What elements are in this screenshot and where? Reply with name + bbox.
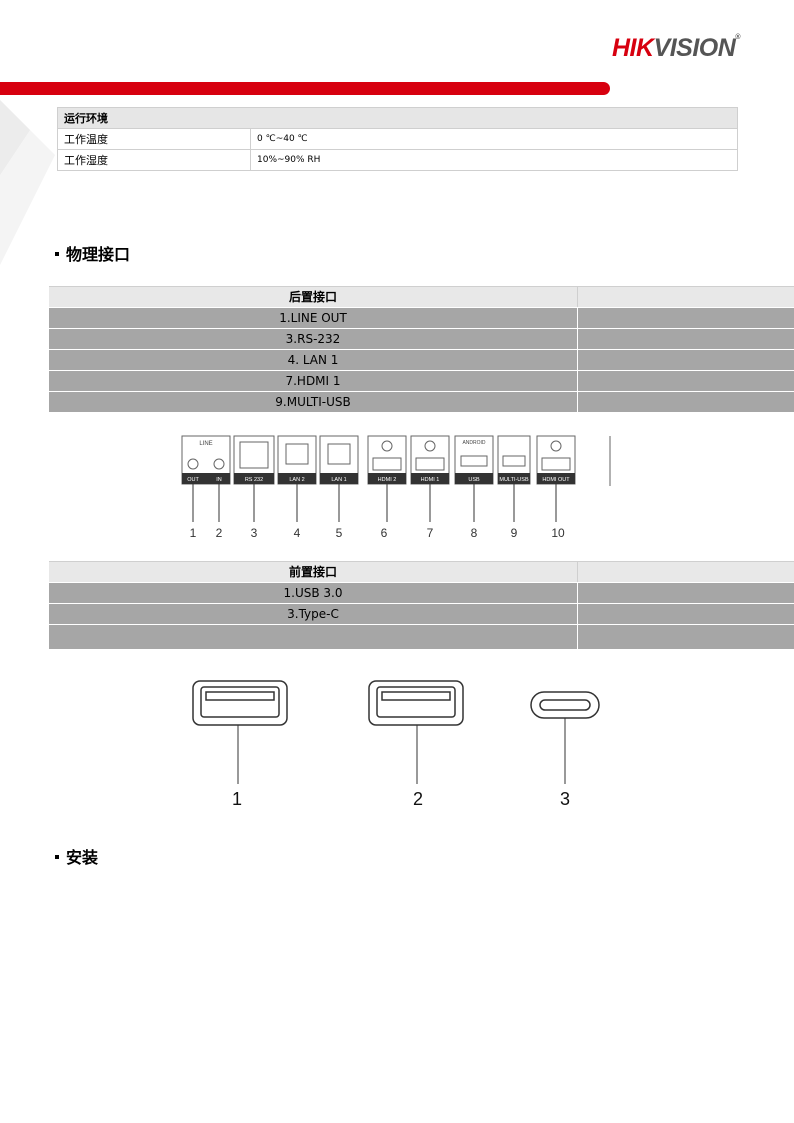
logo-vision: VISION [653,34,736,62]
table-row: 3.RS-232 [49,328,794,349]
android-label: ANDROID [462,440,485,446]
callout-number: 1 [232,789,242,809]
table-row: 9.MULTI-USB [49,391,794,412]
callout-number: 3 [251,526,258,540]
rear-row-label: 7.HDMI 1 [49,371,578,391]
bullet-icon [55,854,59,859]
port-label: LAN 2 [289,477,304,483]
front-row-label [49,625,578,649]
brand-logo: HIKVISION® [612,34,740,63]
port-label: OUT [187,477,199,483]
rear-row-label: 1.LINE OUT [49,308,578,328]
rear-row-label: 3.RS-232 [49,329,578,349]
callout-number: 10 [551,526,565,540]
front-interface-table: 前置接口 1.USB 3.0 3.Type-C [49,561,794,649]
decorative-triangles [0,100,55,265]
callout-number: 2 [413,789,423,809]
table-row: 工作温度 0 ℃~40 ℃ [57,128,738,150]
callout-number: 5 [336,526,343,540]
callout-number: 8 [471,526,478,540]
section-title-text: 安装 [66,848,99,867]
callout-number: 6 [381,526,388,540]
callout-number: 4 [294,526,301,540]
front-panel-diagram: 1 2 3 [192,680,600,809]
front-row-label: 1.USB 3.0 [49,583,578,603]
port-label: HDMI 1 [421,477,440,483]
port-label: HDMI 2 [378,477,397,483]
env-table-header: 运行环境 [57,107,738,129]
env-value: 0 ℃~40 ℃ [250,128,738,150]
rear-interface-table: 后置接口 1.LINE OUT 3.RS-232 4. LAN 1 7.HDMI… [49,286,794,412]
callout-number: 3 [560,789,570,809]
env-label: 工作湿度 [57,149,251,171]
table-row: 工作湿度 10%~90% RH [57,149,738,171]
table-row: 1.LINE OUT [49,307,794,328]
table-header-row: 后置接口 [49,286,794,307]
callout-number: 9 [511,526,518,540]
section-title-physical: 物理接口 [55,241,130,265]
rear-panel-diagram: LINE ANDROID OUT IN RS 232 LAN 2 LAN 1 H… [181,435,611,540]
callout-number: 1 [190,526,197,540]
bullet-icon [55,251,59,256]
table-row: 1.USB 3.0 [49,582,794,603]
port-label: LAN 1 [331,477,346,483]
env-label: 工作温度 [57,128,251,150]
env-value: 10%~90% RH [250,149,738,171]
section-title-text: 物理接口 [66,245,131,264]
front-row-label: 3.Type-C [49,604,578,624]
port-label: RS 232 [245,477,263,483]
front-header: 前置接口 [49,562,578,582]
table-row: 4. LAN 1 [49,349,794,370]
rear-row-label: 4. LAN 1 [49,350,578,370]
logo-mark: ® [735,34,740,41]
callout-number: 2 [216,526,223,540]
logo-hik: HIK [612,34,654,62]
callout-number: 7 [427,526,434,540]
header-red-bar [0,82,610,95]
table-row: 7.HDMI 1 [49,370,794,391]
rear-row-label: 9.MULTI-USB [49,392,578,412]
table-row [49,624,794,649]
port-label: HDMI OUT [542,477,570,483]
rear-header: 后置接口 [49,287,578,307]
port-label: IN [216,477,222,483]
environment-table: 运行环境 工作温度 0 ℃~40 ℃ 工作湿度 10%~90% RH [57,107,738,171]
port-label: USB [468,477,480,483]
port-label: MULTI-USB [499,477,529,483]
section-title-install: 安装 [55,844,98,868]
line-label: LINE [199,441,212,447]
table-header-row: 前置接口 [49,561,794,582]
table-row: 3.Type-C [49,603,794,624]
